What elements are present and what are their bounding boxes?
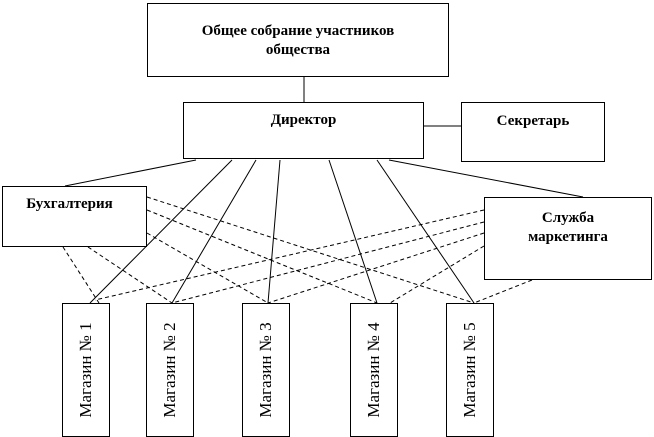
assembly-box: Общее собрание участников общества [147,3,449,77]
dash-marketing-shop1 [94,209,485,301]
line-director-shop1 [89,159,233,304]
dash-marketing-shop3 [267,232,485,304]
line-director-marketing [388,159,584,198]
dash-marketing-shop4 [389,245,485,304]
dash-marketing-shop2 [171,221,485,304]
shop-5-label: Магазин № 5 [460,322,479,418]
shop-4-label: Магазин № 4 [364,322,383,418]
accounting-box: Бухгалтерия [2,186,147,247]
director-box: Директор [183,102,424,159]
assembly-label: Общее собрание участников общества [201,23,395,58]
dash-accounting-shop3 [146,232,269,304]
shop-1-box: Магазин № 1 [62,303,110,437]
shop-1-label: Магазин № 1 [76,322,95,418]
shop-2-label: Магазин № 2 [160,322,179,418]
accounting-label: Бухгалтерия [26,196,113,212]
dash-marketing-shop5 [473,279,533,304]
marketing-label: Служба маркетинга [528,210,608,245]
secretary-label: Секретарь [496,113,570,129]
secretary-box: Секретарь [461,102,605,162]
line-director-shop2 [171,159,257,304]
shop-3-box: Магазин № 3 [242,303,290,437]
director-label: Директор [270,112,337,128]
line-director-shop4 [328,159,378,304]
shop-2-box: Магазин № 2 [146,303,194,437]
shop-4-box: Магазин № 4 [350,303,398,437]
dash-accounting-shop2 [87,246,173,304]
line-director-accounting [64,159,197,187]
dash-accounting-shop1 [62,246,100,304]
shop-3-label: Магазин № 3 [256,322,275,418]
marketing-box: Служба маркетинга [484,197,652,280]
line-director-shop3 [267,159,281,304]
shop-5-box: Магазин № 5 [446,303,494,437]
dash-accounting-shop4 [146,209,378,304]
line-director-shop5 [376,159,475,304]
